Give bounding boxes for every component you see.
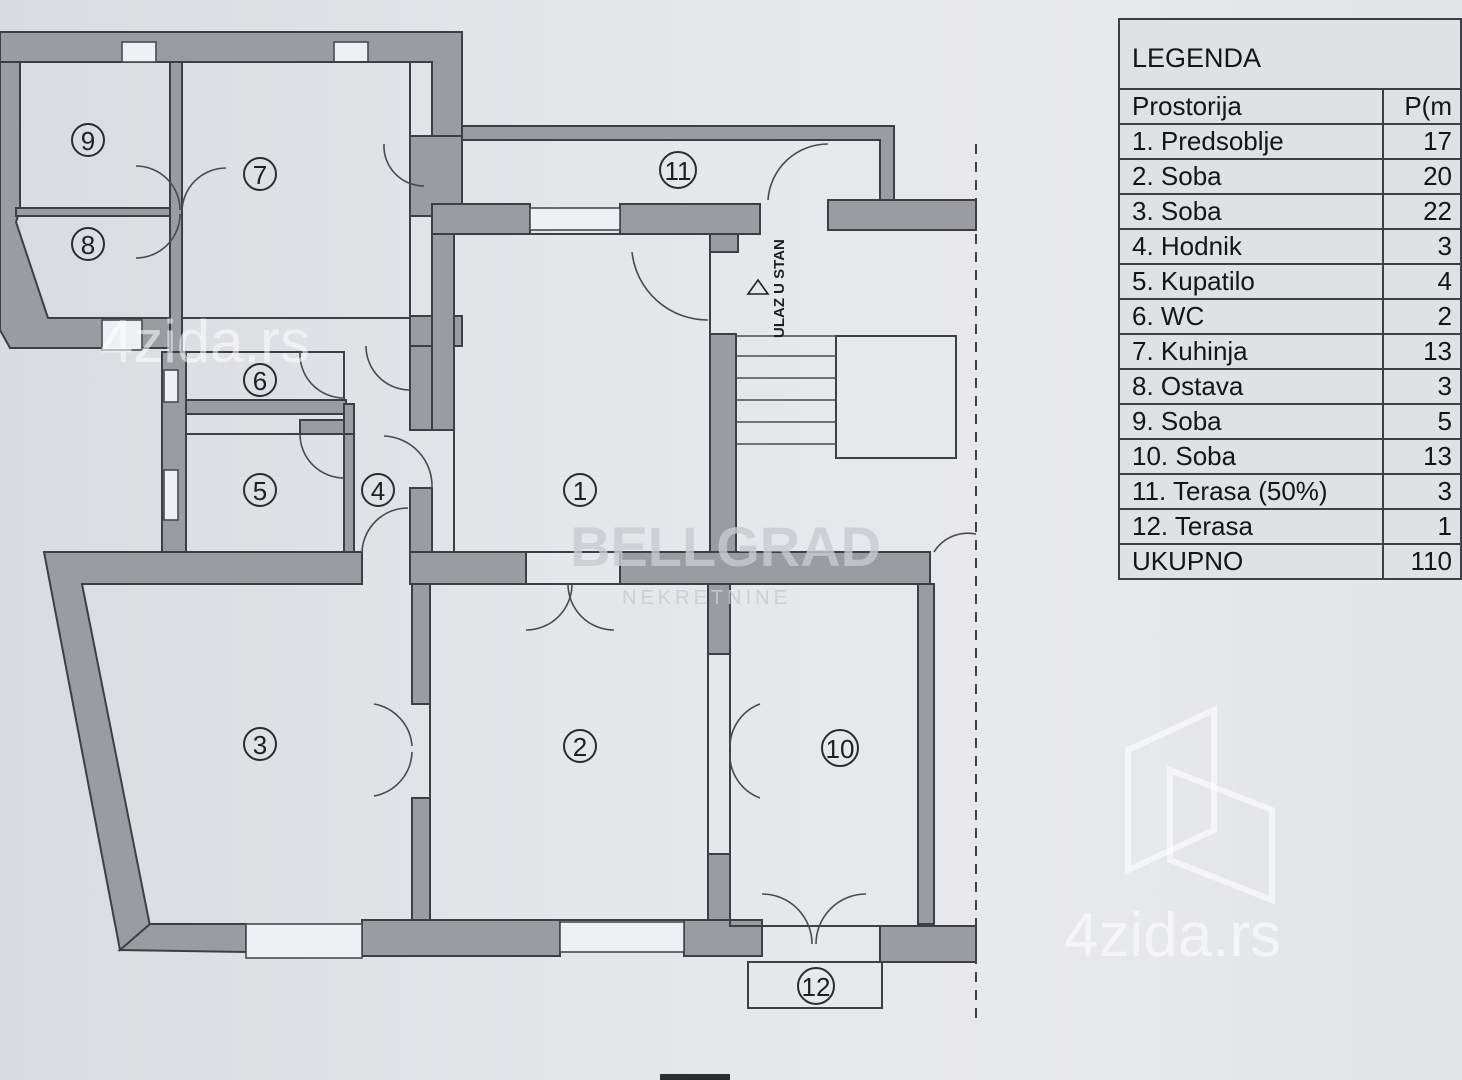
legend-header-room: Prostorija xyxy=(1120,90,1383,125)
watermark-agency: BELLGRAD xyxy=(570,515,881,578)
room-num-8: 8 xyxy=(81,230,95,260)
legend-room: 2. Soba xyxy=(1120,159,1383,195)
legend-room: 7. Kuhinja xyxy=(1120,334,1383,370)
legend-area: 13 xyxy=(1382,334,1460,370)
watermark-site-bottom-wrap: 4zida.rs xyxy=(1064,705,1344,990)
watermarks: 4zida.rs BELLGRAD NEKRETNINE xyxy=(100,308,881,609)
room-num-6: 6 xyxy=(253,366,267,396)
legend-area: 3 xyxy=(1382,474,1460,510)
watermark-logo-icon xyxy=(1125,705,1275,905)
room-num-12: 12 xyxy=(802,972,831,1002)
legend-area: 3 xyxy=(1382,229,1460,265)
legend-room: 12. Terasa xyxy=(1120,509,1383,545)
legend-header-row: Prostorija P(m xyxy=(1120,90,1460,125)
entrance-marker: ULAZ U STAN xyxy=(746,239,788,338)
legend-area: 2 xyxy=(1382,299,1460,335)
room-num-1: 1 xyxy=(573,476,587,506)
legend-room: 1. Predsoblje xyxy=(1120,124,1383,160)
room-outlines xyxy=(181,61,957,1009)
door-swings xyxy=(135,143,977,945)
windows xyxy=(101,41,685,959)
watermark-agency-sub: NEKRETNINE xyxy=(622,587,791,609)
entrance-label: ULAZ U STAN xyxy=(771,239,788,338)
room-num-10: 10 xyxy=(826,734,855,764)
legend-area: 17 xyxy=(1382,124,1460,160)
room-num-11: 11 xyxy=(665,156,692,186)
legend-area: 3 xyxy=(1382,369,1460,405)
legend-area: 13 xyxy=(1382,439,1460,475)
room-num-2: 2 xyxy=(573,732,587,762)
bottom-edge-bar xyxy=(660,1074,730,1080)
watermark-site-bottom: 4zida.rs xyxy=(1064,901,1282,970)
legend-area: 4 xyxy=(1382,264,1460,300)
room-num-7: 7 xyxy=(253,160,267,190)
legend-room: 9. Soba xyxy=(1120,404,1383,440)
legend-total-area: 110 xyxy=(1382,544,1460,578)
room-num-3: 3 xyxy=(253,730,267,760)
room-num-5: 5 xyxy=(253,476,267,506)
legend-area: 1 xyxy=(1382,509,1460,545)
legend-room: 5. Kupatilo xyxy=(1120,264,1383,300)
legend-room: 4. Hodnik xyxy=(1120,229,1383,265)
legend-area: 22 xyxy=(1382,194,1460,230)
legend-room: 3. Soba xyxy=(1120,194,1383,230)
room-badges: 9 7 8 11 6 5 4 1 3 2 10 12 xyxy=(71,123,859,1005)
legend-room: 11. Terasa (50%) xyxy=(1120,474,1383,510)
legend-row: 11. Terasa (50%)3 xyxy=(1120,474,1460,510)
legend-area: 20 xyxy=(1382,159,1460,195)
legend-total-row: UKUPNO 110 xyxy=(1120,544,1460,578)
legend-header-area: P(m xyxy=(1382,90,1460,125)
room-num-9: 9 xyxy=(81,126,95,156)
entrance-stairs xyxy=(736,335,836,445)
watermark-site-top: 4zida.rs xyxy=(100,308,310,375)
room-num-4: 4 xyxy=(371,476,385,506)
legend-room: 10. Soba xyxy=(1120,439,1383,475)
legend-area: 5 xyxy=(1382,404,1460,440)
legend-room: 6. WC xyxy=(1120,299,1383,335)
legend-title: LEGENDA xyxy=(1120,20,1460,90)
legend-room: 8. Ostava xyxy=(1120,369,1383,405)
walls xyxy=(0,31,977,963)
legend-total-label: UKUPNO xyxy=(1132,546,1244,576)
floor-plan: 9 7 8 11 6 5 4 1 3 2 10 12 ULAZ U STAN 4… xyxy=(0,31,977,1020)
